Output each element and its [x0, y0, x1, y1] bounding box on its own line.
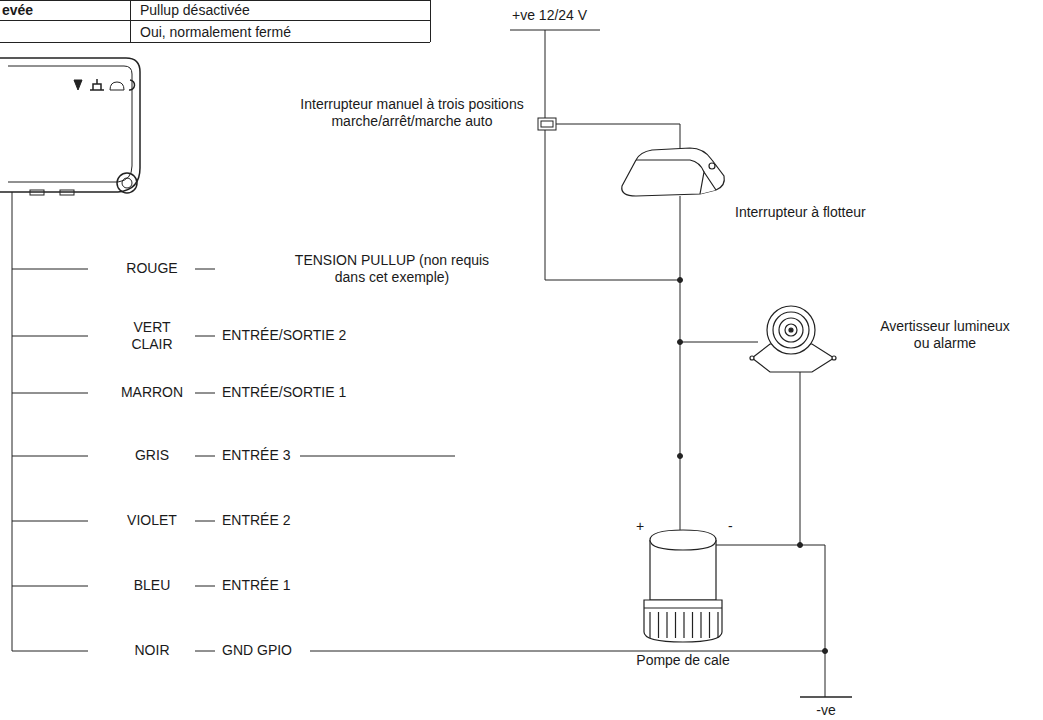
alarm-buzzer: [750, 306, 836, 372]
table-cell: Pullup désactivée: [140, 2, 250, 19]
wire-color: VERT CLAIR: [122, 319, 182, 353]
wire-color: MARRON: [109, 384, 195, 401]
pump-rib: [692, 612, 693, 638]
bilge-pump: [644, 530, 722, 642]
pump-rib: [644, 607, 722, 608]
pump-rib: [666, 612, 667, 638]
signal-name: TENSION PULLUP (non requis dans cet exem…: [292, 252, 492, 286]
pump-rib: [700, 612, 701, 638]
pump-rib: [717, 612, 718, 638]
component-label: Avertisseur lumineux ou alarme: [873, 318, 1018, 352]
pump-rib: [649, 612, 650, 638]
component-label: Pompe de cale: [618, 652, 748, 669]
wire-color: NOIR: [109, 642, 195, 659]
signal-name: ENTRÉE/SORTIE 1: [222, 384, 346, 401]
terminal-sign: -: [728, 518, 733, 535]
signal-name: ENTRÉE 2: [222, 512, 290, 529]
status-icons: [74, 79, 135, 90]
table-cell: Oui, normalement fermé: [140, 24, 291, 41]
signal-name: ENTRÉE 1: [222, 577, 290, 594]
leader-lines: [195, 269, 825, 651]
device-cable: [12, 192, 88, 651]
signal-name: ENTRÉE 3: [222, 447, 290, 464]
float-switch: [622, 148, 725, 196]
component-label: Interrupteur manuel à trois positions ma…: [292, 96, 532, 130]
wire-color: ROUGE: [109, 260, 195, 277]
signal-name: GND GPIO: [222, 642, 292, 659]
pump-rib: [683, 612, 684, 638]
pump-rib: [658, 612, 659, 638]
wire-color: BLEU: [109, 577, 195, 594]
supply-wiring: [510, 30, 852, 697]
table-cell: evée: [2, 2, 33, 19]
voltage-label: +ve 12/24 V: [512, 7, 587, 24]
ground-label: -ve: [801, 702, 851, 719]
signal-name: ENTRÉE/SORTIE 2: [222, 327, 346, 344]
pump-rib: [709, 612, 710, 638]
settings-table: [0, 0, 431, 43]
wire-color: GRIS: [109, 447, 195, 464]
wire-color: VIOLET: [109, 512, 195, 529]
device-housing: [0, 58, 140, 195]
pump-rib: [675, 612, 676, 638]
manual-switch: [538, 118, 556, 130]
component-label: Interrupteur à flotteur: [735, 204, 866, 221]
terminal-sign: +: [636, 518, 644, 535]
